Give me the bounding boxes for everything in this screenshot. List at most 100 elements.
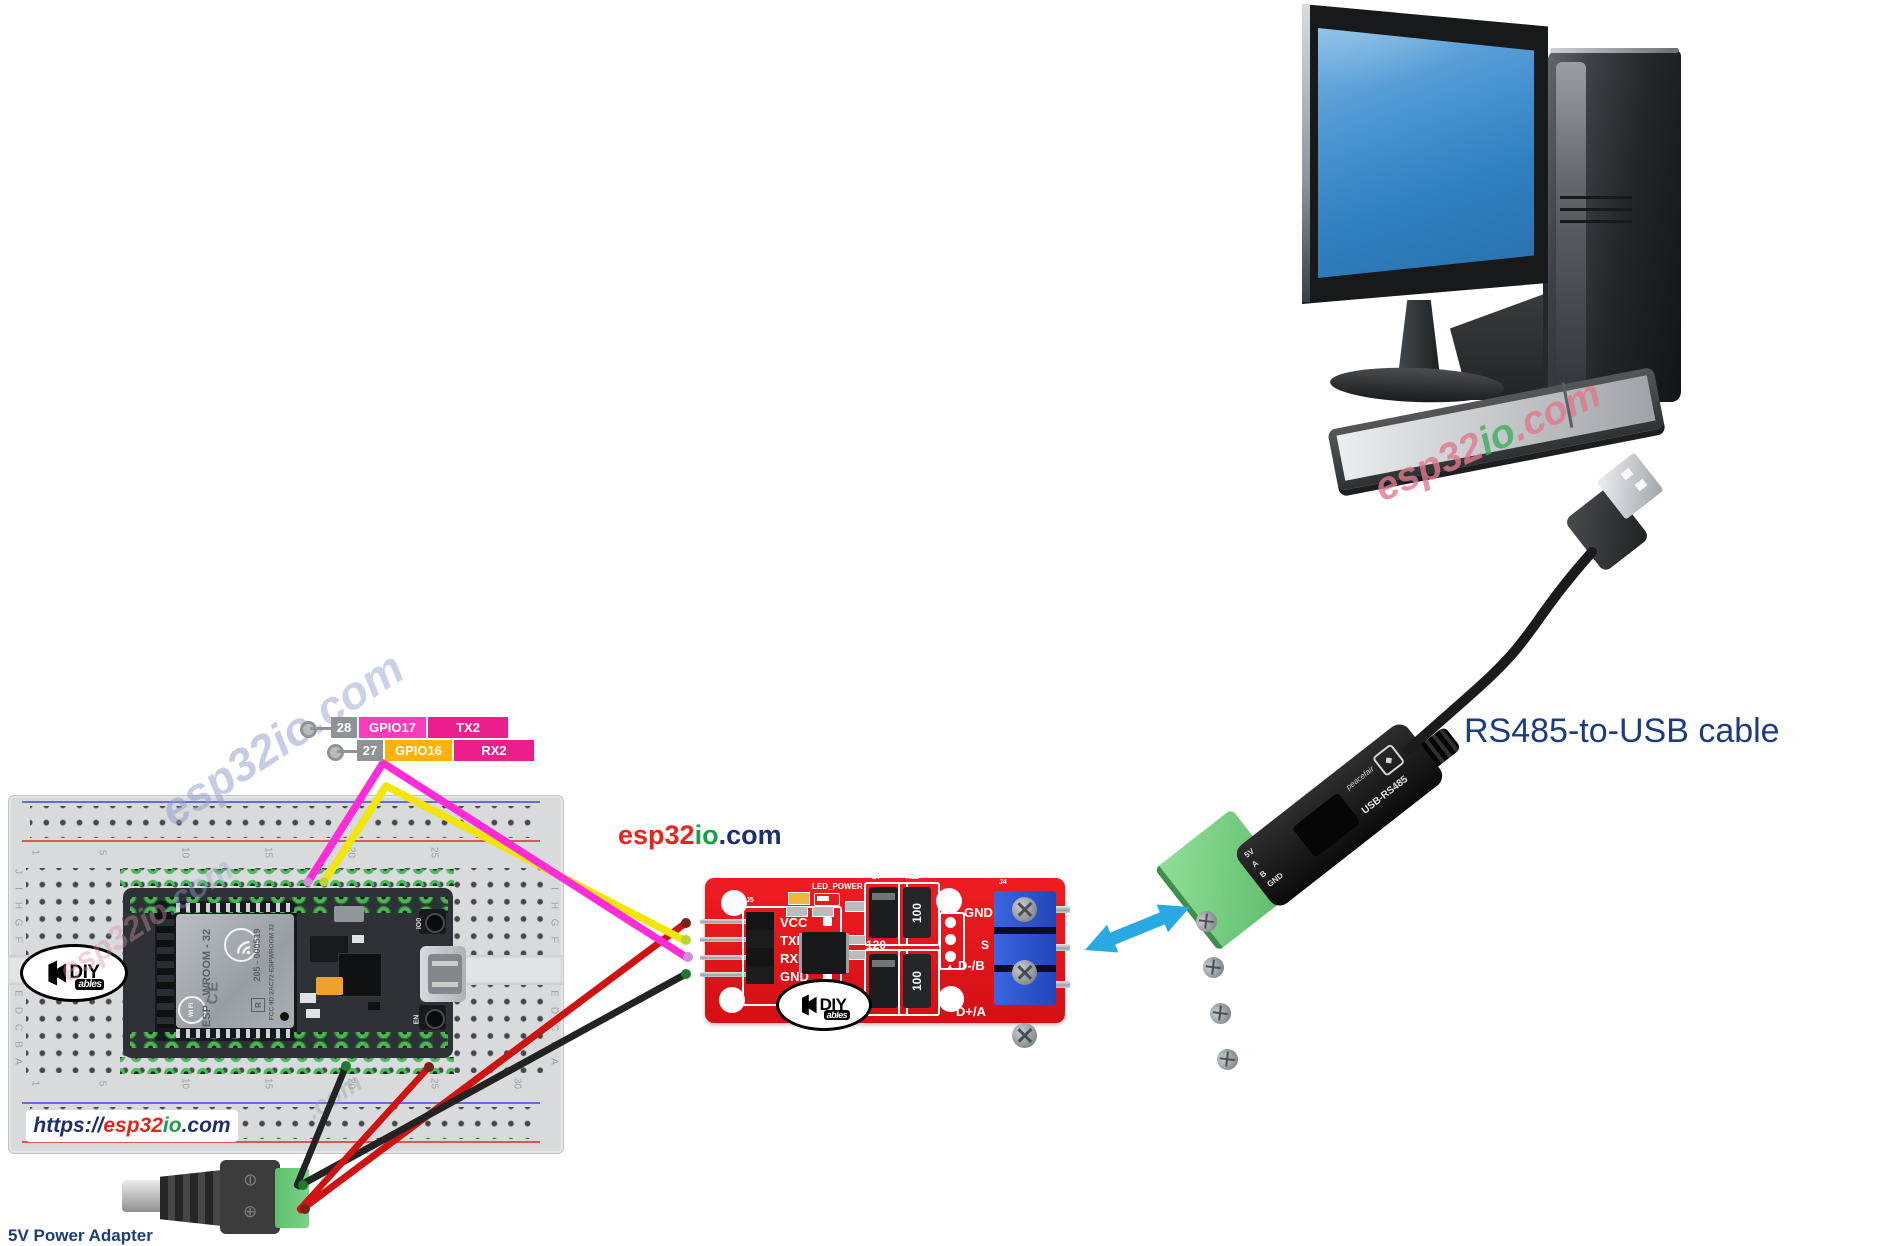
url-prefix: https:// (33, 1114, 104, 1137)
diyables-logo: DIY ables (20, 944, 128, 1002)
column-number: 1 (29, 849, 41, 856)
terminal-label: D-/B (958, 958, 985, 973)
micro-usb-slot (428, 954, 462, 994)
brand-dotcom: .com (718, 820, 782, 850)
url-dotcom: .com (181, 1114, 231, 1137)
module-pin-label: GND (780, 969, 809, 984)
row-letter: G (548, 918, 560, 927)
column-number: 25 (428, 1077, 440, 1090)
tower-vent (1560, 196, 1632, 199)
bidirectional-arrow (1085, 904, 1190, 953)
pin-header-plastic (746, 930, 774, 948)
function-label: RX2 (454, 740, 534, 761)
resistor-100: 100 (903, 887, 931, 938)
monitor-neck (1398, 300, 1440, 376)
tower-vent (1560, 208, 1632, 211)
boot-button-cap[interactable] (425, 913, 445, 933)
function-label: TX2 (428, 717, 508, 738)
wifi-badge-label: WI FI (189, 1002, 195, 1018)
brand-esp32: esp32 (618, 820, 695, 850)
en-button-cap[interactable] (425, 1009, 445, 1029)
site-brand-text: esp32io.com (618, 820, 782, 851)
diode (869, 887, 898, 938)
monitor-bezel-highlight (1302, 4, 1310, 302)
column-number: 1 (29, 1080, 41, 1087)
column-number: 5 (96, 849, 108, 856)
row-letter: J (12, 869, 24, 874)
smd-resistor (786, 906, 808, 917)
pin-callout-gpio16: 27 GPIO16 RX2 (357, 740, 534, 761)
en-button-label: EN (413, 1014, 421, 1025)
esp32-main-chip (338, 953, 382, 997)
row-letter: A (548, 1058, 560, 1065)
row-letter: D (12, 1006, 24, 1015)
esp32-orange-cap (316, 977, 343, 995)
row-letter: J (548, 869, 560, 874)
wifi-swirl-icon (216, 920, 266, 970)
row-letter: G (12, 918, 24, 927)
smd-resistor (845, 901, 865, 912)
monitor-screen (1318, 28, 1534, 278)
esp32-smd (368, 1002, 380, 1010)
module-pads-top (176, 903, 294, 912)
terminal-pin (1054, 944, 1070, 951)
adapter-brand-label: peacefair (1344, 764, 1376, 792)
column-number: 30 (511, 1077, 523, 1090)
row-letter: I (548, 887, 560, 890)
esp32-smd (300, 993, 316, 1003)
jumper-hole (945, 951, 956, 962)
diyables-diy: DIY (69, 962, 100, 983)
diyables-ables: ables (823, 1010, 851, 1020)
column-number: 30 (511, 846, 523, 859)
row-letter: B (548, 1041, 560, 1048)
diode (869, 954, 898, 1008)
ref-d7: D7 (872, 874, 881, 881)
polarity-positive-icon: ⊕ (243, 1202, 258, 1221)
column-number: 5 (96, 1080, 108, 1087)
column-number: 25 (428, 846, 440, 859)
pad (823, 971, 832, 980)
row-letter: F (548, 936, 560, 943)
peacefair-logo-icon: ◆ (1371, 743, 1406, 777)
ref-r12: R12 (906, 874, 919, 881)
led-outline (814, 893, 840, 906)
reg-mark: R (251, 998, 265, 1012)
power-adapter-caption: 5V Power Adapter (8, 1226, 153, 1245)
terminal-screw[interactable] (1012, 960, 1037, 985)
header-pin (700, 955, 748, 960)
url-esp32: esp32 (103, 1114, 163, 1137)
breadboard-rail-red-bottom (22, 1141, 540, 1143)
terminal-label: GND (964, 905, 993, 920)
column-number: 10 (179, 846, 191, 859)
jumper-hole (945, 934, 956, 945)
adapter-screw[interactable] (1212, 1044, 1243, 1075)
usb-rs485-adapter-body: 5V A B GND USB-RS485 ◆ peacefair (1232, 719, 1447, 911)
termination-label: 120 (866, 938, 887, 952)
tower-vent (1560, 220, 1632, 223)
smd-resistor (848, 950, 866, 960)
diyables-ables: ables (75, 979, 105, 990)
pin-header-plastic (746, 966, 774, 984)
module-pin-label: RXD (780, 951, 808, 966)
mounting-hole (936, 888, 962, 914)
module-dot (280, 1012, 289, 1021)
wire-tip (683, 952, 693, 962)
terminal-screw[interactable] (1012, 1023, 1037, 1048)
barrel-jack-body (220, 1160, 280, 1234)
adapter-screw[interactable] (1198, 952, 1229, 983)
esp32-smd (352, 935, 364, 943)
pad (823, 917, 832, 926)
row-letter: C (548, 1023, 560, 1032)
diyables-icon (48, 960, 67, 986)
module-pin-label: TXD (780, 933, 806, 948)
ref-j5: J5 (746, 897, 754, 904)
terminal-screw[interactable] (1012, 897, 1037, 922)
callout-line (310, 727, 334, 730)
row-letter: I (12, 887, 24, 890)
adapter-recess (1291, 792, 1362, 858)
adapter-screw[interactable] (1205, 998, 1236, 1029)
tower-top-edge (1550, 48, 1679, 53)
micro-usb-contact (432, 982, 458, 987)
led-power-label: LED_POWER (812, 882, 863, 891)
